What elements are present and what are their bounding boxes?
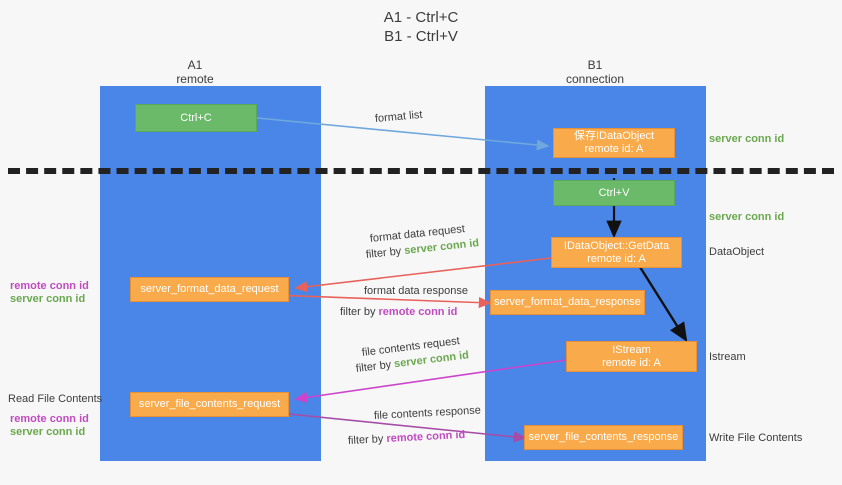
diagram-title: A1 - Ctrl+C B1 - Ctrl+V xyxy=(0,8,842,46)
filter-prefix: filter by xyxy=(347,432,387,447)
right-label-istream: Istream xyxy=(709,351,746,363)
arrow-label-format-data-response-filter: filter by remote conn id xyxy=(340,305,457,320)
right-label-server-conn-id-mid: server conn id xyxy=(709,211,785,223)
arrow-label-format-data-response-text: format data response xyxy=(364,285,468,297)
box-server-file-contents-response[interactable]: server_file_contents_response xyxy=(524,425,683,450)
lane-b1-subtitle: connection xyxy=(565,72,625,86)
box-server-file-contents-request[interactable]: server_file_contents_request xyxy=(130,392,289,417)
right-label-write-file-contents: Write File Contents xyxy=(709,432,803,444)
title-line-2: B1 - Ctrl+V xyxy=(384,28,458,45)
filter-prefix: filter by xyxy=(365,245,405,261)
arrow-label-format-data-response: format data response xyxy=(364,284,468,299)
title-line-1: A1 - Ctrl+C xyxy=(383,9,459,26)
right-label-dataobject: DataObject xyxy=(709,246,765,258)
box-idataobject-save-line2: remote id: A xyxy=(584,143,644,155)
filter-key-remote-conn-id: remote conn id xyxy=(378,306,458,318)
box-istream-line1: IStream xyxy=(612,343,651,356)
filter-prefix: filter by xyxy=(355,358,395,375)
box-ctrl-v[interactable]: Ctrl+V xyxy=(553,180,675,206)
box-server-file-contents-response-label: server_file_contents_response xyxy=(528,431,679,443)
arrow-label-file-contents-response: file contents response xyxy=(374,403,482,424)
filter-prefix: filter by xyxy=(340,306,379,318)
box-idataobject-save[interactable]: 保存IDataObject remote id: A xyxy=(553,128,675,158)
box-idataobject-save-line1: 保存IDataObject xyxy=(573,130,655,142)
lane-b1-name: B1 xyxy=(587,58,603,72)
box-server-file-contents-request-label: server_file_contents_request xyxy=(138,398,281,410)
phase-divider xyxy=(8,168,834,174)
box-ctrl-c-label: Ctrl+C xyxy=(180,111,212,124)
lane-a1-name: A1 xyxy=(187,58,203,72)
filter-key-remote-conn-id: remote conn id xyxy=(386,428,466,445)
box-server-format-data-response-label: server_format_data_response xyxy=(494,296,641,308)
box-server-format-data-response[interactable]: server_format_data_response xyxy=(490,290,645,315)
lane-header-b1: B1 connection xyxy=(530,58,660,86)
arrow-label-format-list-text: format list xyxy=(374,108,423,125)
arrow-label-format-list: format list xyxy=(374,108,423,127)
lane-a1-subtitle: remote xyxy=(176,72,214,86)
arrow-label-file-contents-response-text: file contents response xyxy=(373,404,482,422)
arrow-label-file-contents-response-filter: filter by remote conn id xyxy=(348,428,466,449)
box-server-format-data-request-label: server_format_data_request xyxy=(140,283,279,295)
right-label-server-conn-id-top: server conn id xyxy=(709,133,785,145)
box-ctrl-c[interactable]: Ctrl+C xyxy=(135,104,257,132)
box-ctrl-v-label: Ctrl+V xyxy=(598,186,630,199)
lane-header-a1: A1 remote xyxy=(130,58,260,86)
box-idataobject-getdata-line1: IDataObject::GetData xyxy=(563,239,670,252)
left-label-remote-conn-id-mid: remote conn id xyxy=(10,280,89,292)
left-label-server-conn-id-bottom: server conn id xyxy=(10,426,86,438)
box-istream[interactable]: IStream remote id: A xyxy=(566,341,697,372)
left-label-read-file-contents: Read File Contents xyxy=(8,393,103,405)
box-idataobject-getdata-line2: remote id: A xyxy=(587,252,646,265)
left-label-server-conn-id-mid: server conn id xyxy=(10,293,86,305)
box-istream-line2: remote id: A xyxy=(602,356,661,369)
left-label-remote-conn-id-bottom: remote conn id xyxy=(10,413,89,425)
box-server-format-data-request[interactable]: server_format_data_request xyxy=(130,277,289,302)
box-idataobject-getdata[interactable]: IDataObject::GetData remote id: A xyxy=(551,237,682,268)
